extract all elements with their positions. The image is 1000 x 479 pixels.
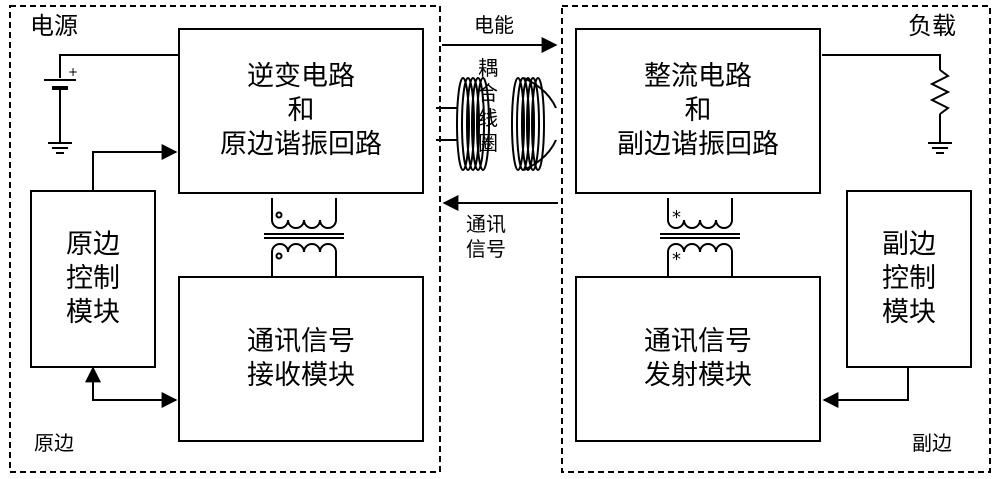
secondary-dot-mark-top: * (672, 207, 681, 228)
arrow-control-to-inverter (92, 144, 178, 190)
secondary-dot-mark-bottom: * (672, 249, 681, 270)
secondary-control-box: 副边 控制 模块 (846, 190, 972, 368)
load-label: 负载 (908, 12, 956, 40)
power-source-label: 电源 (30, 12, 78, 40)
signal-transmitter-box: 通讯信号 发射模块 (575, 276, 821, 442)
arrow-control-receiver (85, 366, 178, 408)
ground-icon-right (928, 142, 952, 154)
arrow-secondary-control-to-transmitter (822, 368, 909, 408)
signal-label: 通讯 信号 (466, 212, 506, 261)
secondary-side-frame (561, 5, 991, 473)
coupling-coil-icon (436, 77, 557, 171)
secondary-signal-transformer-icon (660, 198, 740, 276)
primary-side-frame (9, 5, 441, 473)
signal-receiver-box: 通讯信号 接收模块 (178, 276, 424, 442)
coupling-coil-label: 耦 合 线 圈 (478, 56, 498, 155)
primary-side-label: 原边 (34, 431, 74, 455)
svg-text:+: + (68, 65, 78, 79)
resistor-icon (822, 54, 951, 143)
battery-icon: + (44, 54, 178, 143)
secondary-side-label: 副边 (912, 431, 952, 455)
primary-control-box: 原边 控制 模块 (30, 190, 156, 368)
power-label: 电能 (474, 13, 514, 37)
inverter-resonant-box: 逆变电路 和 原边谐振回路 (178, 28, 424, 194)
primary-signal-transformer-icon (264, 198, 344, 276)
ground-icon-left (48, 142, 72, 154)
rectifier-resonant-box: 整流电路 和 副边谐振回路 (575, 28, 821, 194)
